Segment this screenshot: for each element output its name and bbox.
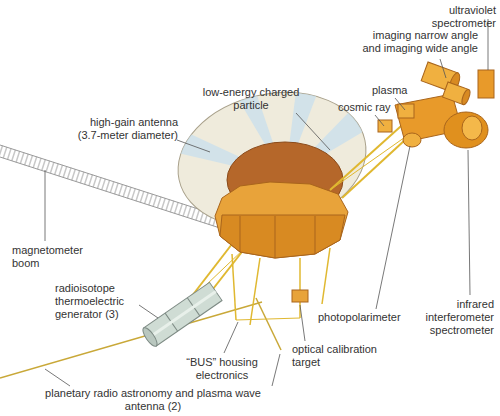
part-label: high-gain antenna (3.7-meter diameter) [70, 116, 178, 142]
part-label: planetary radio astronomy and plasma wav… [40, 387, 266, 413]
part-label: photopolarimeter [318, 311, 414, 324]
calibration-target [292, 290, 308, 302]
part-label: ultraviolet spectrometer [382, 4, 496, 30]
radio-antenna [256, 298, 281, 350]
part-label: “BUS” housing electronics [184, 356, 260, 382]
scan-platform [378, 62, 494, 148]
bus-housing [215, 182, 348, 325]
part-label: cosmic ray [338, 101, 394, 114]
part-label: optical calibration target [292, 343, 392, 369]
rtg-generator [140, 282, 222, 348]
part-label: radioisotope thermoelectric generator (3… [55, 282, 139, 321]
part-label: imaging narrow angle and imaging wide an… [362, 29, 478, 55]
part-label: infrared interferometer spectrometer [422, 298, 494, 337]
part-label: plasma [372, 84, 416, 97]
leader-lines [45, 19, 488, 386]
part-label: magnetometer boom [12, 244, 94, 270]
part-label: low-energy charged particle [198, 86, 304, 112]
